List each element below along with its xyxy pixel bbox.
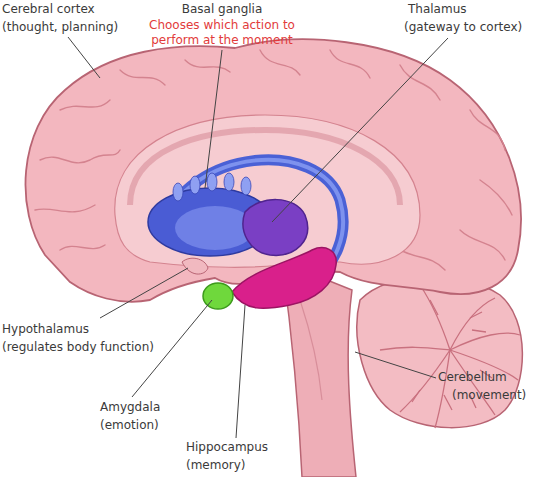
gyrus-line (460, 230, 505, 260)
striatal-bridge (173, 183, 183, 201)
part-name: Amygdala (100, 400, 220, 415)
gyrus-line (185, 60, 230, 72)
part-function: (memory) (186, 458, 316, 473)
arbor-vitae-branch (450, 298, 495, 350)
leader-line (100, 268, 188, 318)
cerebrum-shape (25, 39, 520, 301)
gyrus-line (60, 100, 110, 110)
part-function: (gateway to cortex) (404, 20, 532, 35)
leader-line (355, 352, 436, 378)
gyrus-line (480, 180, 512, 215)
gyrus-line (40, 150, 120, 163)
gyrus-line (260, 50, 300, 75)
part-function: (regulates body function) (2, 340, 192, 355)
part-function: (movement) (452, 388, 534, 403)
striatal-bridge (241, 177, 251, 195)
striatal-bridge (190, 176, 200, 194)
part-name: Thalamus (408, 2, 532, 17)
leader-lines (68, 37, 448, 438)
leader-line (68, 37, 100, 78)
arbor-vitae (380, 285, 520, 428)
part-name: Hippocampus (186, 440, 316, 455)
gyrus-line (330, 50, 370, 78)
gyrus-line (400, 250, 445, 270)
part-function-note: Chooses which action to perform at the m… (132, 18, 312, 48)
brain-stem-fold (300, 300, 322, 400)
cerebellum-shape (357, 276, 523, 428)
hypothalamus-shape (182, 258, 208, 274)
leader-line (236, 305, 245, 438)
leader-line (272, 38, 448, 222)
part-name: Cerebral cortex (2, 2, 172, 17)
leader-line (205, 50, 222, 188)
part-name: Basal ganglia (142, 2, 302, 17)
medial-region (115, 115, 420, 267)
corpus-callosum (130, 130, 400, 205)
part-name: Hypothalamus (2, 322, 192, 337)
gyrus-line (470, 110, 505, 150)
striatal-bridge (207, 173, 217, 191)
hippocampus-shape (232, 248, 336, 309)
striatal-bridge (224, 173, 234, 191)
gyrus-line (60, 245, 105, 250)
part-name: Cerebellum (438, 370, 534, 385)
gyrus-line (35, 205, 95, 212)
part-function: (emotion) (100, 418, 220, 433)
part-function: (thought, planning) (2, 20, 172, 35)
thalamus-shape (243, 200, 308, 256)
striatal-bridges (173, 173, 251, 201)
arbor-vitae-branch (420, 285, 450, 350)
gyrus-line (120, 70, 165, 85)
arbor-vitae-branch (450, 333, 520, 350)
arbor-vitae-branch (380, 347, 450, 350)
